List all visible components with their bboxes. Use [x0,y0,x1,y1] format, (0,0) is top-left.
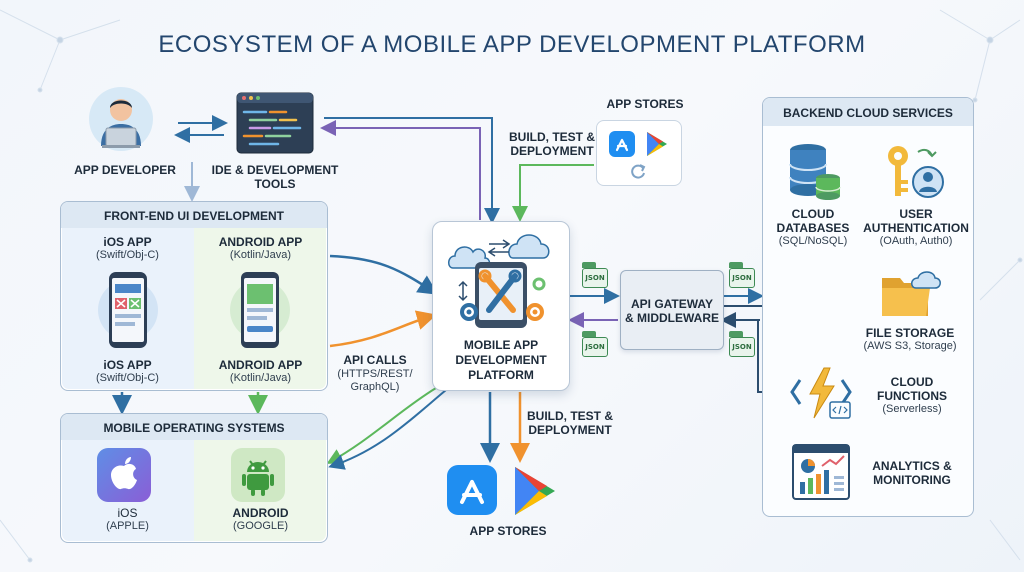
ide-window-icon [236,92,314,154]
api-calls-line3: GraphQL) [350,381,400,393]
key-user-icon [884,142,946,202]
ios-os-sub: (APPLE) [106,520,149,532]
app-stores-bottom-label: APP STORES [469,524,547,538]
ios-os-title: iOS [117,506,138,520]
db-line2: DATABASES [776,221,850,235]
analytics-dashboard-icon [792,444,850,500]
build-top-line2: DEPLOYMENT [510,144,594,158]
auth-sub: (OAuth, Auth0) [879,235,953,247]
functions-sub: (Serverless) [882,403,942,415]
frontend-panel: FRONT-END UI DEVELOPMENT iOS APP (Swift/… [60,201,328,391]
platform-line3: PLATFORM [468,368,534,382]
app-stores-top-card [596,120,682,186]
lightning-code-icon [790,366,852,420]
build-bottom-line1: BUILD, TEST & [527,409,613,423]
android-bottom-sub: (Kotlin/Java) [229,372,292,384]
gateway-line2: & MIDDLEWARE [625,311,719,325]
json-tag: JSON [729,331,755,357]
frontend-heading: FRONT-END UI DEVELOPMENT [103,209,284,223]
apple-logo-icon [97,448,151,502]
functions-line1: CLOUD [890,375,934,389]
google-play-icon [645,131,669,157]
ide-label-line1: IDE & DEVELOPMENT [211,163,339,177]
developer-avatar-icon [88,86,154,152]
database-icon [786,142,842,202]
ios-bottom-title: iOS APP [103,358,152,372]
json-tag: JSON [582,331,608,357]
build-bottom-line2: DEPLOYMENT [528,423,612,437]
app-store-icon [609,131,635,157]
ios-top-sub: (Swift/Obj-C) [96,249,159,261]
platform-tools-icon [445,228,557,332]
android-top-sub: (Kotlin/Java) [229,249,292,261]
ios-bottom-sub: (Swift/Obj-C) [96,372,159,384]
android-phone-icon [229,268,291,352]
json-tag: JSON [582,262,608,288]
build-top-line1: BUILD, TEST & [509,130,595,144]
app-stores-top-label: APP STORES [606,97,684,111]
platform-line1: MOBILE APP [463,338,539,352]
platform-card: MOBILE APP DEVELOPMENT PLATFORM [432,221,570,391]
functions-line2: FUNCTIONS [877,389,947,403]
api-calls-line2: (HTTPS/REST/ [337,368,413,380]
ide-label-line2: TOOLS [254,177,296,191]
platform-line2: DEVELOPMENT [455,353,547,367]
analytics-line2: MONITORING [873,473,951,487]
analytics-line1: ANALYTICS & [872,459,952,473]
db-line1: CLOUD [791,207,835,221]
json-tag: JSON [729,262,755,288]
developer-label: APP DEVELOPER [74,163,176,177]
refresh-icon [629,162,647,180]
auth-line1: USER [899,207,933,221]
auth-line2: AUTHENTICATION [863,221,969,235]
mobile-os-heading: MOBILE OPERATING SYSTEMS [103,421,285,435]
folder-cloud-icon [880,268,942,320]
db-sub: (SQL/NoSQL) [778,235,848,247]
android-os-title: ANDROID [232,506,289,520]
android-os-sub: (GOOGLE) [232,520,288,532]
ios-phone-icon [97,268,159,352]
android-bottom-title: ANDROID APP [218,358,303,372]
ios-top-title: iOS APP [103,235,152,249]
android-logo-icon [231,448,285,502]
gateway-line1: API GATEWAY [630,297,713,311]
mobile-os-panel: MOBILE OPERATING SYSTEMS iOS (APPLE) AND… [60,413,328,543]
android-top-title: ANDROID APP [218,235,303,249]
backend-heading: BACKEND CLOUD SERVICES [783,106,953,120]
storage-title: FILE STORAGE [865,326,955,340]
page-title: ECOSYSTEM OF A MOBILE APP DEVELOPMENT PL… [158,31,866,58]
app-store-large-icon [447,465,497,515]
api-gateway-box: API GATEWAY & MIDDLEWARE [620,270,724,350]
storage-sub: (AWS S3, Storage) [863,340,957,352]
google-play-large-icon [511,465,559,517]
api-calls-line1: API CALLS [343,353,407,367]
